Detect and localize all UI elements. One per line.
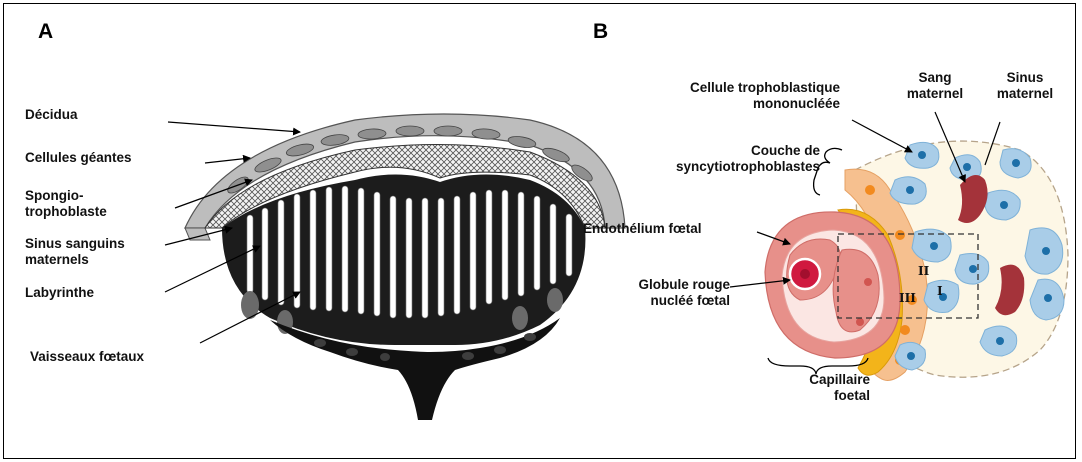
layer-numeral-1: I [937, 284, 943, 298]
label-fetal-capillary-line1: Capillaire [740, 372, 870, 388]
label-maternal-sinus-line2: maternel [985, 86, 1065, 102]
label-fetal-rbc-line2: nucléé fœtal [560, 293, 730, 309]
label-spongiotrophoblast-line2: trophoblaste [25, 204, 107, 220]
label-maternal-blood-line2: maternel [890, 86, 980, 102]
labyrinth-layer [222, 174, 585, 345]
label-mononuclear-trophoblast-line1: Cellule trophoblastique [640, 80, 840, 96]
layer-numeral-3: III [899, 291, 916, 305]
label-syncytiotrophoblast-line2: syncytiotrophoblastes [620, 159, 820, 175]
label-spongiotrophoblast: Spongio- trophoblaste [25, 188, 107, 220]
placenta-section [185, 114, 625, 420]
panel-a-letter: A [38, 20, 53, 44]
label-fetal-rbc-line1: Globule rouge [560, 277, 730, 293]
label-mononuclear-trophoblast: Cellule trophoblastique mononucléée [640, 80, 840, 112]
labyrinth-detail: I II III [765, 141, 1068, 380]
label-fetal-rbc: Globule rouge nucléé fœtal [560, 277, 730, 309]
label-maternal-sinus: Sinus maternel [985, 70, 1065, 102]
label-maternal-sinuses: Sinus sanguins maternels [25, 236, 125, 268]
label-mononuclear-trophoblast-line2: mononucléée [640, 96, 840, 112]
label-giant-cells: Cellules géantes [25, 150, 132, 166]
label-syncytiotrophoblast-line1: Couche de [620, 143, 820, 159]
label-fetal-endothelium: Endothélium fœtal [583, 221, 702, 237]
label-syncytiotrophoblast: Couche de syncytiotrophoblastes [620, 143, 820, 175]
label-maternal-sinuses-line1: Sinus sanguins [25, 236, 125, 252]
label-maternal-blood-line1: Sang [890, 70, 980, 86]
label-fetal-vessels: Vaisseaux fœtaux [30, 349, 144, 365]
fetal-rbc-nucleus [800, 269, 810, 279]
label-labyrinth: Labyrinthe [25, 285, 94, 301]
label-maternal-sinus-line1: Sinus [985, 70, 1065, 86]
label-fetal-capillary: Capillaire foetal [740, 372, 870, 404]
panel-b-letter: B [593, 20, 608, 44]
label-decidua: Décidua [25, 107, 78, 123]
label-maternal-blood: Sang maternel [890, 70, 980, 102]
label-maternal-sinuses-line2: maternels [25, 252, 125, 268]
layer-numeral-2: II [918, 264, 930, 278]
label-fetal-capillary-line2: foetal [740, 388, 870, 404]
label-spongiotrophoblast-line1: Spongio- [25, 188, 107, 204]
